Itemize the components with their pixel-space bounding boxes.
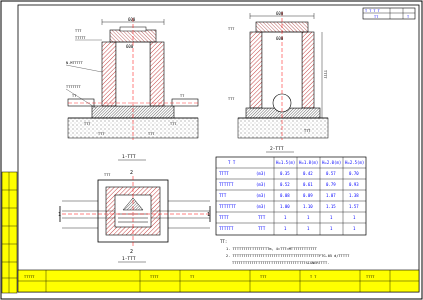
- plan-view: 1 1 2 2 TTT 1-TTT: [58, 170, 211, 263]
- section-1-label-bottom-right: TTT: [148, 132, 155, 136]
- notes-line-2: 2. TTTTTTTTTTTTTTTTTTTTTTTTTTTTTTTTTTTTT…: [226, 254, 350, 258]
- section-1-label-cover-pipe: TTTTT: [75, 36, 86, 40]
- section-2-elevation: 600 600 TTT TTTT TTT TTT 2-TTT: [228, 11, 329, 153]
- table-cell: 1: [307, 226, 310, 231]
- section-2-label-top: TTT: [228, 27, 235, 31]
- table-cell: 1: [353, 215, 356, 220]
- section-1-dim-top: 600: [128, 17, 136, 22]
- title-block: T T T T TT T: [362, 7, 416, 20]
- section-1-label-left-pipe: TT: [72, 94, 77, 98]
- notes-line-1: 1. TTTTTTTTTTTTTTTTTm, 4=TTT=MTTTTTTTTTT…: [226, 247, 318, 251]
- table-header-item: T T: [228, 160, 236, 165]
- quantity-table: T T H=1.5(m) H=1.8(m) H=2.0(m) H=2.5(m) …: [215, 156, 367, 236]
- table-cell: 0.79: [326, 182, 336, 187]
- plan-marker-right: 1: [207, 212, 210, 218]
- bottom-bar-cell-5: T T: [310, 275, 317, 279]
- table-cell: 1: [330, 215, 333, 220]
- section-1-label-mid-right: TTT: [170, 122, 177, 126]
- table-row-name: TTTTTT: [219, 182, 234, 187]
- plan-marker-top: 2: [130, 170, 133, 176]
- bottom-bar-cell-2: TTTT: [150, 275, 159, 279]
- bottom-bar-cell-1: TTTTT: [24, 275, 35, 279]
- table-cell: 1: [330, 226, 333, 231]
- table-cell: 0.70: [349, 171, 359, 176]
- table-row-unit: (m3): [256, 182, 266, 187]
- table-row: TTTT TTT 1 1 1 1: [219, 215, 356, 220]
- table-header-h15: H=1.5(m): [276, 160, 295, 165]
- plan-marker-left: 1: [58, 212, 61, 218]
- table-cell: 0.93: [349, 182, 359, 187]
- notes-heading: TT:: [220, 239, 227, 244]
- section-1-elevation: 600 600 TTT TTTTT N.MTTTTT TTTTTTT TT TT…: [65, 17, 199, 161]
- section-2-dim-inner: 600: [276, 36, 284, 41]
- table-cell: 1.00: [280, 204, 290, 209]
- table-cell: 0.09: [303, 193, 313, 198]
- bottom-bar: TTTTT TTTT TT TTT T T TTTT: [17, 269, 420, 293]
- table-cell: 0.57: [326, 171, 336, 176]
- section-2-dim-top: 600: [276, 11, 284, 16]
- table-header-h18: H=1.8(m): [299, 160, 318, 165]
- section-1-label-wall: N.MTTTTT: [66, 61, 84, 65]
- table-cell: 0.61: [303, 182, 313, 187]
- table-row-name: TTTT: [219, 171, 229, 176]
- bottom-bar-cell-3: TT: [190, 275, 195, 279]
- plan-label: TTT: [104, 173, 111, 177]
- table-row-unit: (m3): [256, 193, 266, 198]
- table-cell: 1: [284, 215, 287, 220]
- table-row-unit: (m3): [256, 171, 266, 176]
- notes: TT: 1. TTTTTTTTTTTTTTTTTm, 4=TTT=MTTTTTT…: [220, 239, 350, 265]
- section-1-label-cover: TTT: [75, 29, 82, 33]
- table-row-name: TTTT: [219, 215, 229, 220]
- table-cell: 1.38: [349, 193, 359, 198]
- bottom-bar-cell-6: TTTT: [366, 275, 375, 279]
- table-row-unit: TTT: [258, 226, 266, 231]
- section-2-label-right: TTTT: [323, 70, 327, 79]
- bottom-bar-cell-4: TTT: [260, 275, 267, 279]
- section-1-dim-inner: 600: [126, 44, 134, 49]
- table-row: TTTTTT (m3) 0.52 0.61 0.79 0.93: [219, 182, 359, 187]
- table-cell: 0.42: [303, 171, 313, 176]
- title-block-col3: T: [407, 15, 410, 19]
- table-cell: 1.57: [349, 204, 359, 209]
- section-2-title: 2-TTT: [270, 146, 284, 152]
- table-cell: 1: [284, 226, 287, 231]
- table-row-unit: TTT: [258, 215, 266, 220]
- plan-title: 1-TTT: [122, 256, 136, 262]
- section-1-label-base: TTTTTTT: [66, 85, 82, 89]
- title-block-col2: TT: [374, 15, 379, 19]
- table-cell: 0.08: [280, 193, 290, 198]
- section-2-label-bottom: TTT: [228, 97, 235, 101]
- table-cell: 1: [353, 226, 356, 231]
- section-1-label-right-pipe: TT: [180, 94, 185, 98]
- table-cell: 0.52: [280, 182, 290, 187]
- section-1-title: 1-TTT: [122, 154, 136, 160]
- table-header-h20: H=2.0(m): [322, 160, 341, 165]
- title-block-col1: T T T T: [365, 9, 381, 13]
- table-row: TTT (m3) 0.08 0.09 1.07 1.38: [219, 193, 359, 198]
- table-row: TTTT (m3) 0.35 0.42 0.57 0.70: [219, 171, 359, 176]
- section-2-label-bottom-right: TTT: [304, 129, 311, 133]
- table-header-h25: H=2.5(m): [345, 160, 364, 165]
- table-cell: 0.35: [280, 171, 290, 176]
- table-row-name: TTTTTT: [219, 226, 234, 231]
- table-row: TTTTTT TTT 1 1 1 1: [219, 226, 356, 231]
- table-row-name: TTTTTTT: [219, 204, 236, 209]
- table-row: TTTTTTT (m3) 1.00 1.10 1.15 1.57: [219, 204, 359, 209]
- notes-line-3: TTTTTTTTTTTTTTTTTTTTTTTTTTTTTTTTTTSIGNER…: [232, 261, 329, 265]
- table-cell: 1.07: [326, 193, 336, 198]
- section-1-label-bottom-left: TTT: [98, 132, 105, 136]
- table-row-name: TTT: [219, 193, 227, 198]
- table-cell: 1.10: [303, 204, 313, 209]
- plan-marker-bottom: 2: [130, 249, 133, 255]
- table-cell: 1: [307, 215, 310, 220]
- table-row-unit: (m3): [256, 204, 266, 209]
- section-1-label-mid-left: TTT: [84, 122, 91, 126]
- table-cell: 1.15: [326, 204, 336, 209]
